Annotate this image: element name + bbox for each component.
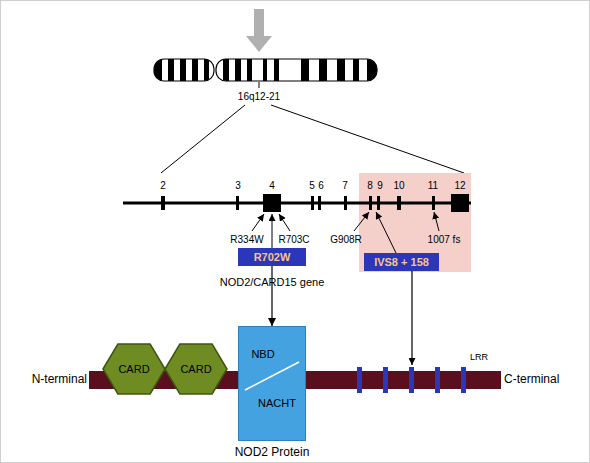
leader-arrow	[411, 271, 412, 365]
exon	[263, 194, 281, 212]
node-text: CARD	[118, 363, 149, 375]
chromosome-band	[151, 56, 162, 86]
arrow-shaft	[254, 9, 264, 37]
exon-number: 12	[454, 180, 465, 191]
chromosome-ideogram	[151, 56, 381, 88]
domain-divider	[245, 362, 299, 390]
mutation-label: R334W	[230, 234, 263, 245]
hexagon-outline	[103, 344, 165, 394]
node-text: IVS8 + 158	[374, 256, 429, 268]
exon	[344, 196, 347, 210]
card-domain: CARD	[165, 344, 227, 394]
exon-number: 10	[393, 180, 404, 191]
chromosome-outline	[216, 59, 377, 81]
exon	[397, 196, 401, 210]
lrr-repeat	[383, 367, 388, 393]
exon	[377, 196, 380, 210]
mutation-label: G908R	[330, 234, 362, 245]
node-text: NBD	[251, 348, 274, 360]
terminus-label: C-terminal	[504, 373, 559, 386]
mutation-leaders	[252, 212, 439, 253]
exon-number: 7	[342, 180, 348, 191]
protein-name: NOD2 Protein	[235, 446, 310, 459]
leader-arrow	[376, 212, 396, 253]
hexagon-outline	[165, 344, 227, 394]
leader-arrow	[252, 214, 264, 231]
leader-arrow	[434, 212, 439, 231]
exon-number: 11	[428, 180, 438, 191]
lrr-repeats	[357, 367, 466, 393]
locator-arrow	[246, 9, 272, 52]
exon-number: 6	[318, 180, 324, 191]
node-text: CARD	[180, 363, 211, 375]
domain-label: LRR	[470, 353, 488, 363]
gene-name: NOD2/CARD15 gene	[220, 276, 325, 288]
leader-arrow	[354, 212, 369, 231]
nacht-domain: NBD NACHT	[238, 326, 306, 441]
exon	[161, 196, 165, 210]
exon-number: 3	[235, 180, 241, 191]
exon-set	[161, 194, 469, 212]
exon	[236, 196, 239, 210]
exon	[318, 196, 321, 210]
arrow-head	[246, 36, 272, 52]
lrr-exon-region	[359, 173, 471, 272]
exon-number: 2	[160, 180, 166, 191]
lrr-repeat	[461, 367, 466, 393]
exon-number: 8	[367, 180, 373, 191]
locus-tick	[259, 82, 260, 88]
node-text: R702W	[254, 251, 291, 263]
node-text: NACHT	[258, 397, 296, 409]
exon	[369, 196, 372, 210]
zoom-line	[271, 105, 464, 173]
exon	[311, 196, 314, 210]
mutation-box: IVS8 + 158	[364, 253, 439, 271]
exon	[432, 196, 435, 210]
card-domain: CARD	[103, 344, 165, 394]
exon	[451, 194, 469, 212]
chromosome-body	[151, 56, 381, 86]
lrr-repeat	[435, 367, 440, 393]
locus-label: 16q12-21	[238, 91, 280, 102]
exon-number: 9	[377, 180, 383, 191]
gene-line	[123, 202, 471, 205]
mutation-label: R703C	[278, 234, 309, 245]
exon-number: 4	[269, 180, 275, 191]
mutation-box: R702W	[238, 248, 306, 266]
chromosome-outline	[154, 59, 214, 81]
lrr-repeat	[357, 367, 362, 393]
leader-arrow	[272, 214, 273, 248]
mutation-label: 1007 fs	[428, 234, 461, 245]
connector-arrow	[271, 266, 272, 326]
terminus-label: N-terminal	[32, 373, 87, 386]
lrr-repeat	[409, 367, 414, 393]
zoom-line	[161, 105, 245, 173]
exon-number: 5	[309, 180, 315, 191]
leader-arrow	[279, 214, 290, 231]
